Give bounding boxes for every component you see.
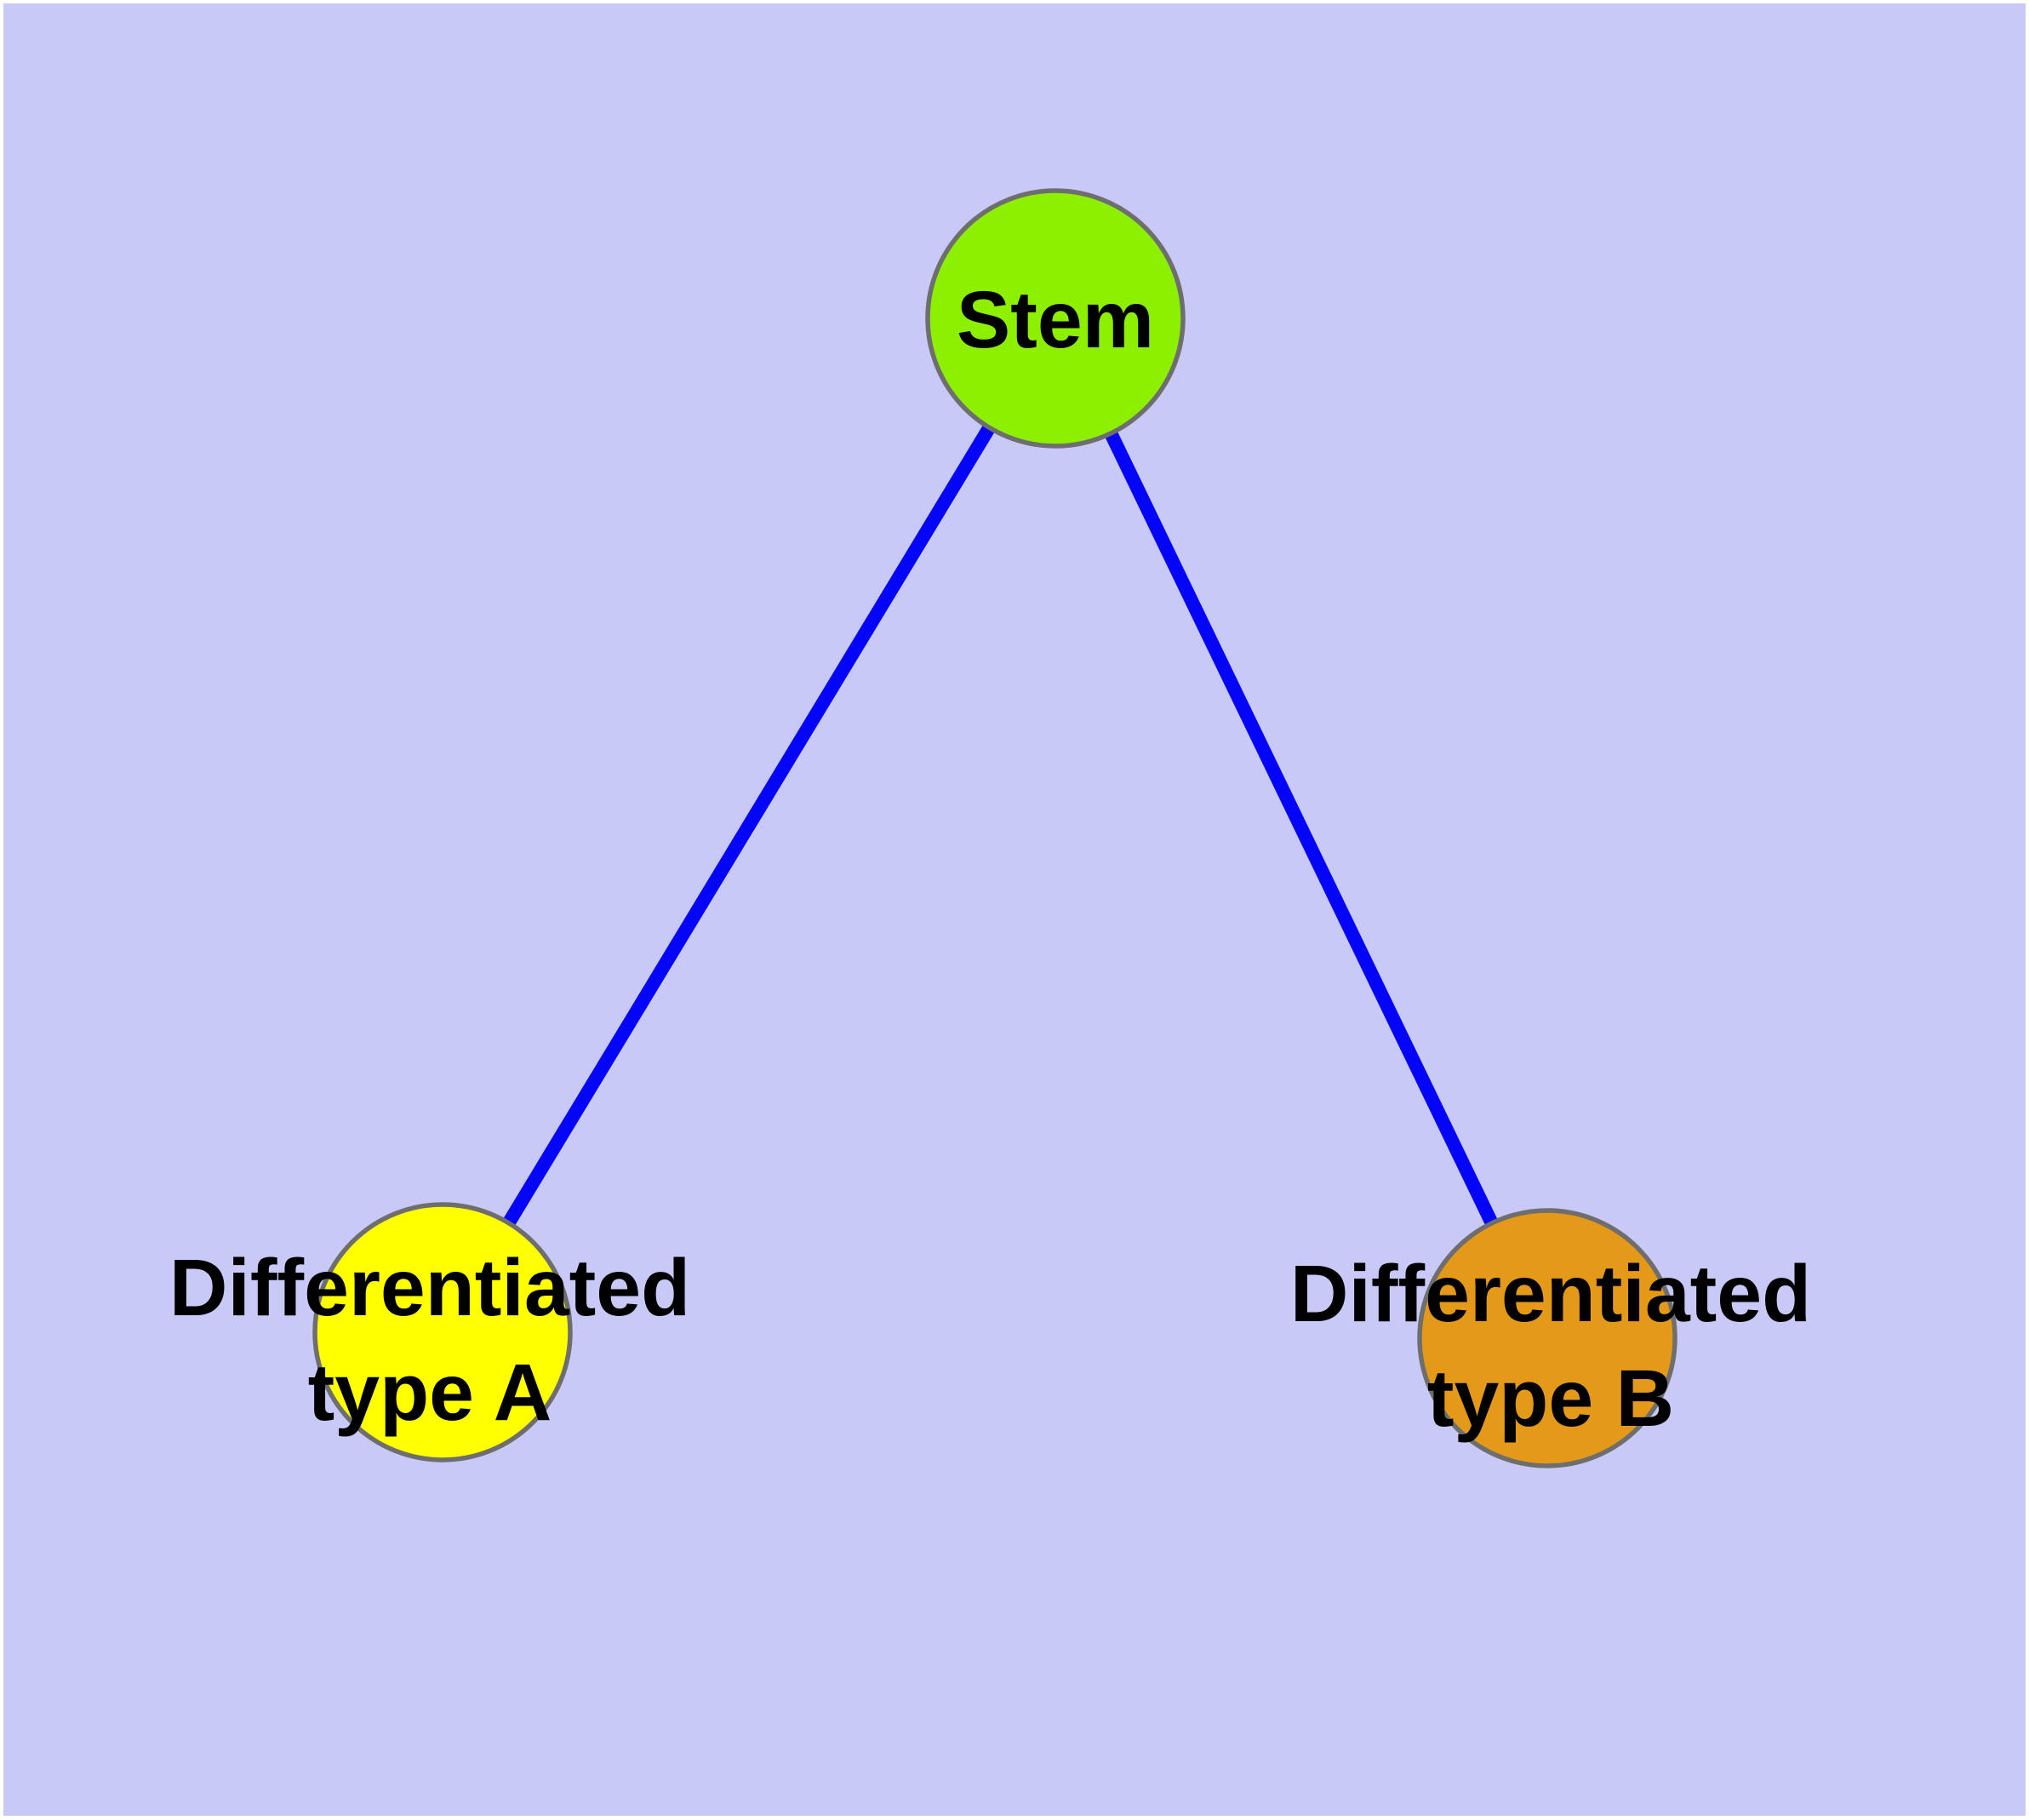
node-type-b-label-line2: type B xyxy=(1427,1354,1674,1444)
node-differentiated-type-a: Differentiated type A xyxy=(169,1202,690,1462)
edge-stem-to-type-a xyxy=(437,314,1061,1336)
node-type-b-circle xyxy=(1417,1208,1677,1468)
node-type-a-label-line2: type A xyxy=(308,1348,552,1438)
node-type-a-label-line1: Differentiated xyxy=(169,1243,690,1333)
node-stem-label: Stem xyxy=(957,275,1154,365)
node-differentiated-type-b: Differentiated type B xyxy=(1290,1208,1811,1468)
node-stem-circle xyxy=(925,188,1186,449)
node-type-b-label-line1: Differentiated xyxy=(1290,1249,1811,1339)
node-type-a-circle xyxy=(312,1202,573,1462)
edge-stem-to-type-b xyxy=(1049,315,1554,1342)
node-stem: Stem xyxy=(925,188,1186,449)
